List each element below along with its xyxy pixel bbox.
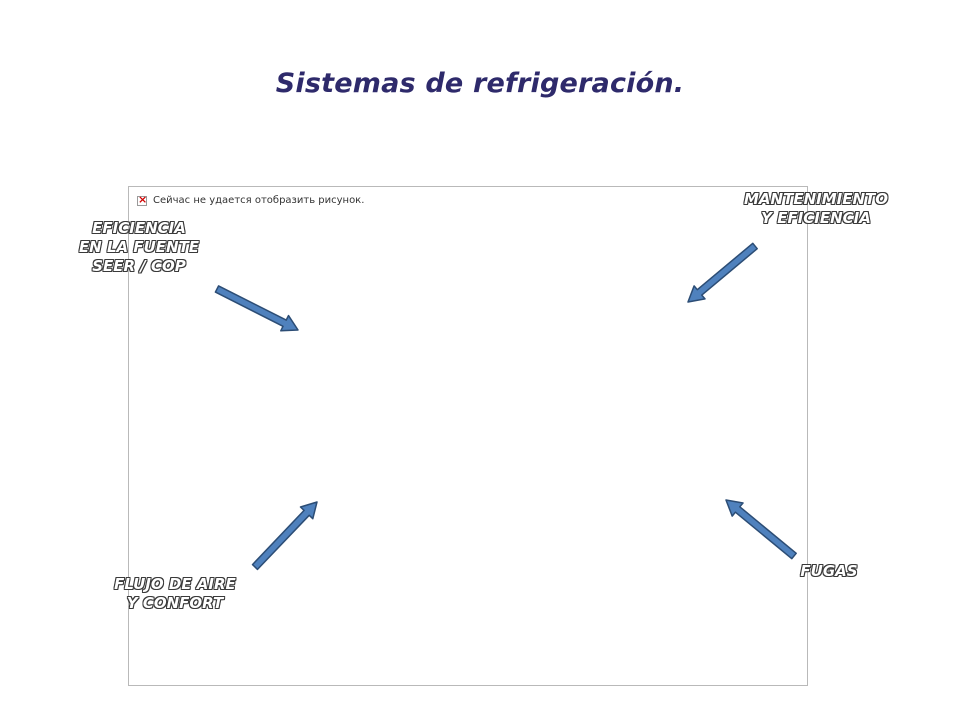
label-maintenance: MANTENIMIENTO Y EFICIENCIA bbox=[708, 190, 924, 228]
label-line: EN LA FUENTE bbox=[78, 238, 200, 256]
label-leaks: FUGAS bbox=[776, 562, 882, 581]
label-line: SEER / COP bbox=[92, 257, 186, 275]
image-placeholder: Сейчас не удается отобразить рисунок. bbox=[128, 186, 808, 686]
label-line: MANTENIMIENTO bbox=[744, 190, 888, 208]
label-line: Y CONFORT bbox=[126, 594, 224, 612]
arrow-airflow bbox=[251, 501, 318, 571]
broken-image-message: Сейчас не удается отобразить рисунок. bbox=[153, 195, 365, 206]
arrow-leaks bbox=[725, 499, 797, 560]
slide-title: Sistemas de refrigeración. bbox=[275, 68, 685, 99]
arrow-maintenance bbox=[687, 242, 758, 303]
broken-image-icon bbox=[137, 193, 147, 206]
arrow-efficiency bbox=[214, 285, 299, 332]
broken-image-notice: Сейчас не удается отобразить рисунок. bbox=[137, 193, 365, 206]
label-line: FUGAS bbox=[800, 562, 858, 580]
label-line: EFICIENCIA bbox=[92, 219, 186, 237]
label-line: FLUJO DE AIRE bbox=[114, 575, 236, 593]
label-airflow: FLUJO DE AIRE Y CONFORT bbox=[82, 575, 268, 613]
label-efficiency-source: EFICIENCIA EN LA FUENTE SEER / COP bbox=[56, 219, 222, 276]
label-line: Y EFICIENCIA bbox=[761, 209, 871, 227]
